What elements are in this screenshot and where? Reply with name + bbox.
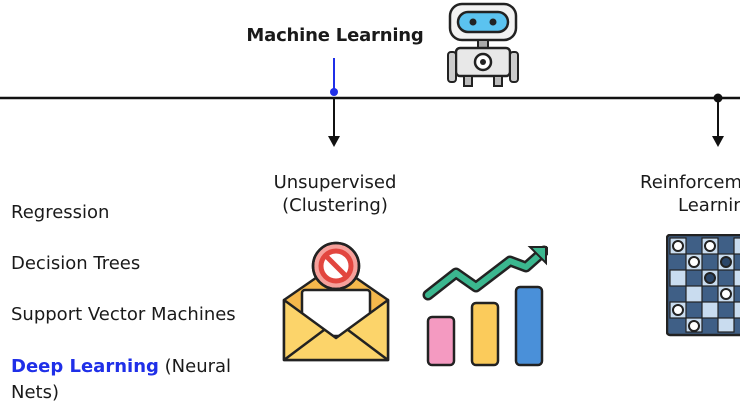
deep-learning-highlight: Deep Learning: [11, 356, 159, 377]
title-dot: [330, 88, 338, 96]
unsupervised-line1: Unsupervised: [273, 172, 397, 193]
reinforcement-line2: Learning: [678, 195, 740, 216]
unsupervised-line2: (Clustering): [282, 195, 388, 216]
list-item-decision-trees: Decision Trees: [11, 253, 141, 274]
reinforcement-line1: Reinforcement: [640, 172, 740, 193]
growth-chart-icon: [422, 245, 548, 367]
reinforcement-arrow-head: [712, 136, 724, 147]
list-item-svm: Support Vector Machines: [11, 304, 236, 325]
checkers-board-icon: [666, 234, 740, 337]
list-item-deep-learning: Deep Learning (Neural Nets): [11, 354, 251, 406]
unsupervised-arrow-head: [328, 136, 340, 147]
deep-learning-rest: (Neural Nets): [11, 356, 232, 403]
no-spam-envelope-icon: [282, 241, 390, 362]
list-item-regression: Regression: [11, 202, 110, 223]
branch-unsupervised: Unsupervised (Clustering): [255, 171, 415, 217]
page-title: Machine Learning: [246, 25, 424, 46]
robot-icon: [447, 2, 519, 87]
branch-reinforcement: Reinforcement Learning: [640, 171, 740, 217]
